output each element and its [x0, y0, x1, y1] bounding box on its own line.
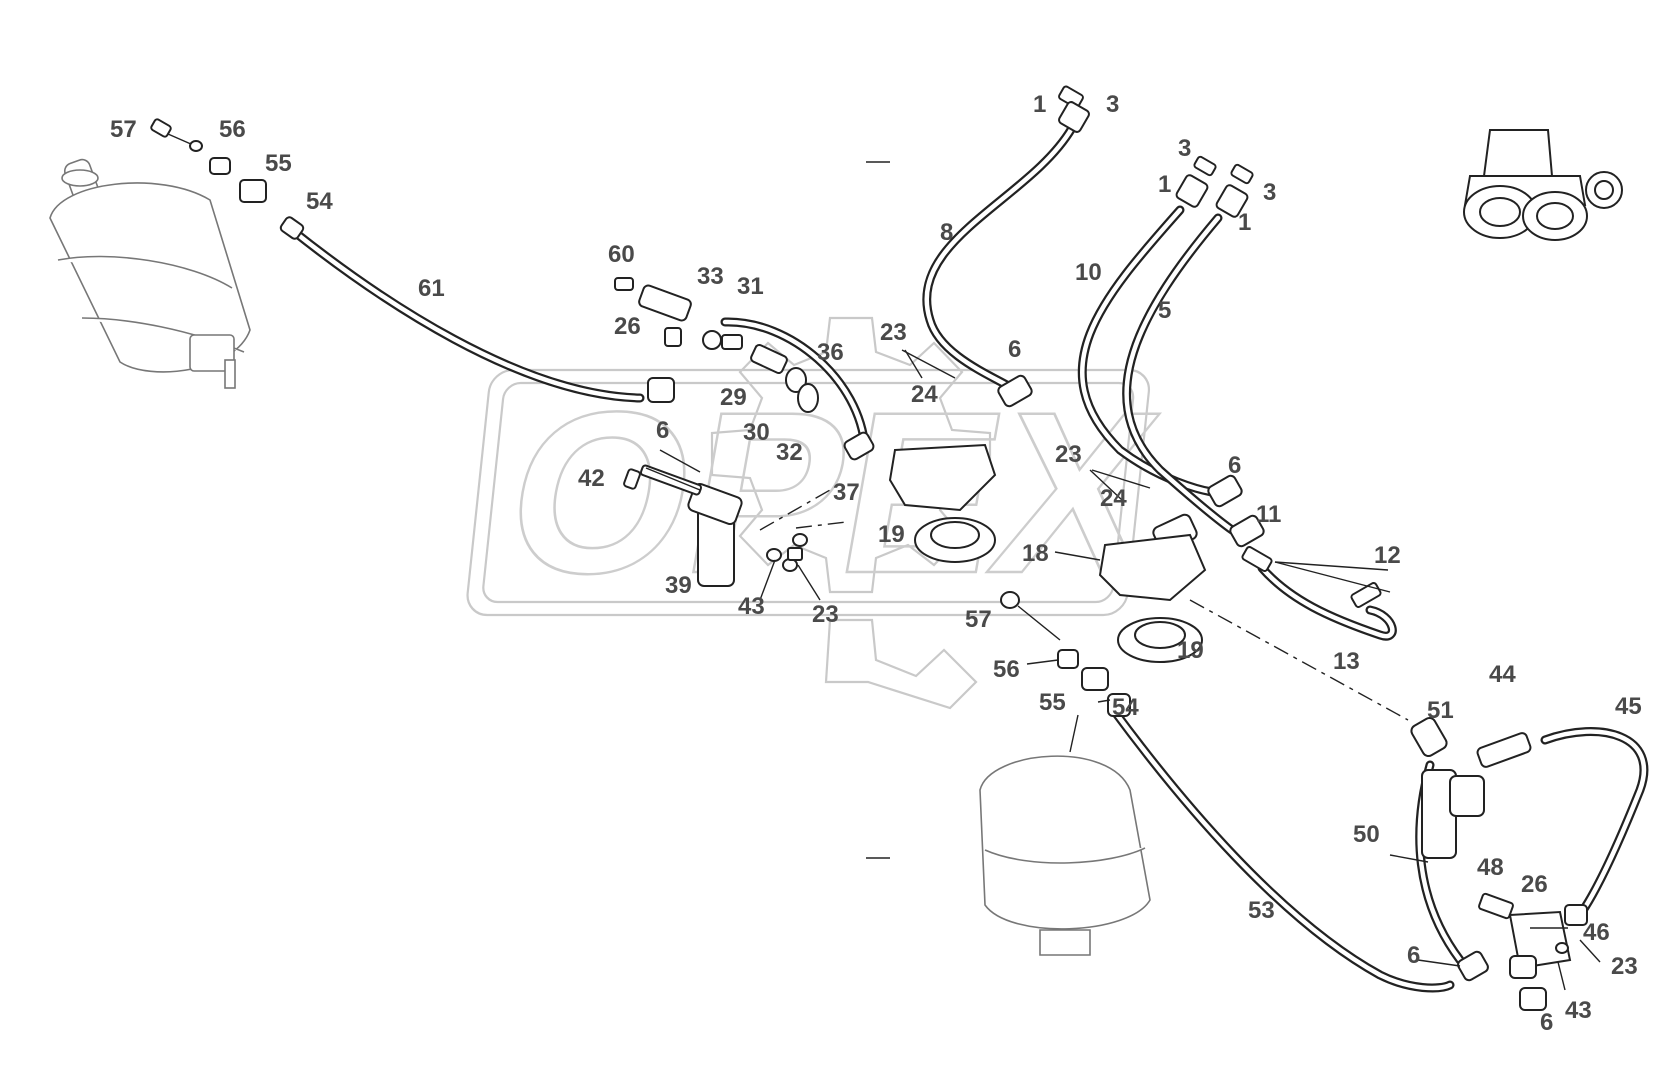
- callout-39: 39: [665, 572, 692, 599]
- callout-23: 23: [812, 601, 839, 628]
- callout-54: 54: [1112, 694, 1139, 721]
- callout-48: 48: [1477, 854, 1504, 881]
- callout-23: 23: [880, 319, 907, 346]
- callout-19: 19: [1177, 637, 1204, 664]
- callout-57: 57: [110, 116, 137, 143]
- callout-6: 6: [1228, 452, 1241, 479]
- callout-57: 57: [965, 606, 992, 633]
- callout-26: 26: [614, 313, 641, 340]
- callout-10: 10: [1075, 259, 1102, 286]
- watermark-text: OPEX: [490, 365, 1174, 622]
- callout-37: 37: [833, 479, 860, 506]
- callout-45: 45: [1615, 693, 1642, 720]
- tractor-icon: [1463, 129, 1623, 241]
- callout-61: 61: [418, 275, 445, 302]
- spring-brake-chamber-bottom: [979, 755, 1151, 956]
- callout-24: 24: [1100, 485, 1127, 512]
- callout-30: 30: [743, 419, 770, 446]
- callout-54: 54: [306, 188, 333, 215]
- callout-55: 55: [265, 150, 292, 177]
- callout-3: 3: [1106, 91, 1119, 118]
- callout-8: 8: [940, 219, 953, 246]
- callout-55: 55: [1039, 689, 1066, 716]
- callout-29: 29: [720, 384, 747, 411]
- leader-lines: [645, 349, 1601, 991]
- callout-3: 3: [1178, 135, 1191, 162]
- callout-23: 23: [1611, 953, 1638, 980]
- watermark-logo: OPEX: [466, 316, 1176, 710]
- callout-46: 46: [1583, 919, 1610, 946]
- spring-brake-chamber-left: [49, 158, 251, 389]
- callout-6: 6: [656, 417, 669, 444]
- callout-56: 56: [993, 656, 1020, 683]
- callout-36: 36: [817, 339, 844, 366]
- callout-6: 6: [1407, 942, 1420, 969]
- callout-60: 60: [608, 241, 635, 268]
- callout-3: 3: [1263, 179, 1276, 206]
- callout-labels: 57 56 55 54 61 60 33 31 26 36 29 30 32 6…: [110, 91, 1642, 1036]
- callout-1: 1: [1238, 209, 1251, 236]
- callout-42: 42: [578, 465, 605, 492]
- air-tubes: [287, 123, 1649, 993]
- callout-26: 26: [1521, 871, 1548, 898]
- callout-11: 11: [1256, 501, 1281, 528]
- callout-33: 33: [697, 263, 724, 290]
- callout-43: 43: [738, 593, 765, 620]
- callout-6: 6: [1540, 1009, 1553, 1036]
- callout-18: 18: [1022, 540, 1049, 567]
- callout-51: 51: [1427, 697, 1454, 724]
- callout-24: 24: [911, 381, 938, 408]
- fittings: [150, 85, 1588, 1011]
- callout-19: 19: [878, 521, 905, 548]
- callout-5: 5: [1158, 297, 1171, 324]
- callout-56: 56: [219, 116, 246, 143]
- callout-23: 23: [1055, 441, 1082, 468]
- callout-12: 12: [1374, 542, 1401, 569]
- callout-44: 44: [1489, 661, 1516, 688]
- callout-32: 32: [776, 439, 803, 466]
- callout-13: 13: [1333, 648, 1360, 675]
- callout-53: 53: [1248, 897, 1275, 924]
- callout-43: 43: [1565, 997, 1592, 1024]
- callout-50: 50: [1353, 821, 1380, 848]
- callout-1: 1: [1033, 91, 1046, 118]
- callout-6: 6: [1008, 336, 1021, 363]
- callout-31: 31: [737, 273, 764, 300]
- drawing-marks: [866, 161, 890, 859]
- callout-1: 1: [1158, 171, 1171, 198]
